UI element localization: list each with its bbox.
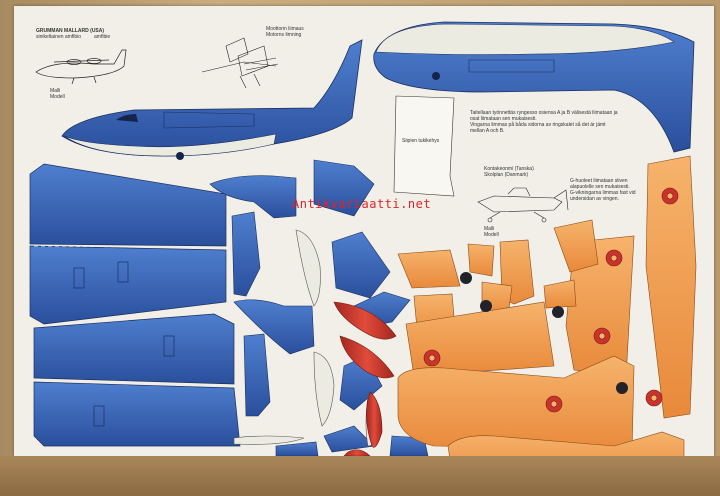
sheet-artwork [29,21,697,456]
orange-wing-note: G-huoleet liimataan siiven alapuolelle s… [570,178,636,202]
watermark-text: Antikvariaatti.net [292,197,432,211]
model-subtitle-fi: sinikeltainen amfibio [36,34,82,40]
red-engine-parts [333,301,397,456]
engine-note-fi: Moottorin liimaus [266,26,304,32]
model-name: GRUMMAN MALLARD (USA) [36,28,105,34]
model-sheet: GRUMMAN MALLARD (USA) sinikeltainen amfi… [14,6,714,456]
second-model-name-sv: Skolplan (Danmark) [484,172,529,178]
blue-fuselage-left [61,39,363,160]
tail-support-piece [393,95,455,197]
dark-wheels [460,272,628,394]
second-model-label-fi: Malli [484,226,495,232]
mallard-line-drawing [35,49,127,85]
second-model-label-sv: Modell [484,232,499,238]
engine-note-sv: Motorns limning [266,32,302,38]
model-label-sv: Modell [50,94,65,100]
tail-support-label: Siipien tukikehys [402,138,440,144]
engine-assembly-sketch [201,37,279,89]
orange-trainer-parts [397,155,697,456]
blue-wing-panels-left [29,163,241,447]
model-label-fi: Malli [50,88,61,94]
wooden-shelf [0,456,720,496]
model-subtitle-sv: amfibie [94,34,111,40]
second-model-name-fi: Kontakeonmi (Tanska) [484,166,534,172]
trainer-line-drawing [477,187,569,223]
orange-roundels [423,187,679,413]
blue-small-parts [209,159,429,456]
assembly-instructions: Taitellaan työnnettäs ryngesso osiensa A… [470,110,618,134]
blue-fuselage-right [373,21,695,153]
